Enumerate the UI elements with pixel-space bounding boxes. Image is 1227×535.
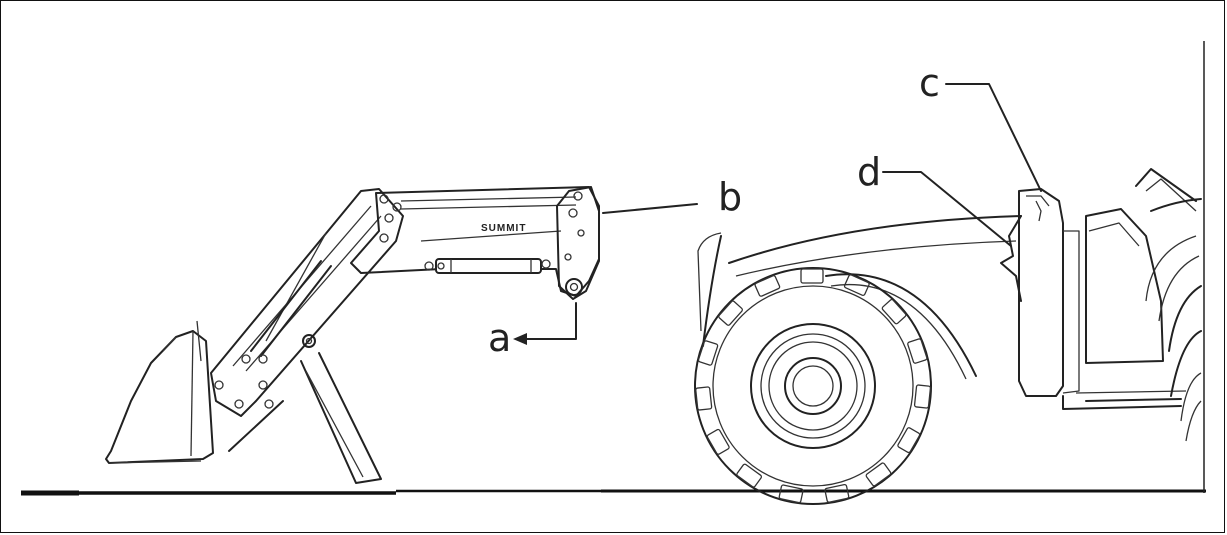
loader-beam: SUMMIT [350, 186, 600, 300]
ground-line [21, 489, 1206, 496]
callout-label-b: b [718, 175, 742, 219]
callout-d: d [857, 150, 1012, 247]
callout-b: b [602, 175, 742, 219]
front-wheel [694, 267, 932, 505]
callout-label-a: a [488, 316, 511, 360]
front-loader: SUMMIT [105, 186, 600, 484]
callout-label-c: c [919, 61, 940, 105]
loader-bucket [105, 320, 214, 464]
pivot-pins [214, 191, 585, 409]
tire-treads [695, 268, 932, 504]
parking-stand [228, 352, 382, 484]
loader-arm [210, 188, 404, 417]
tractor-hood [697, 215, 1022, 347]
lift-cylinder [435, 258, 542, 274]
callout-a: a [488, 302, 577, 360]
callout-label-d: d [857, 150, 881, 194]
front-fender [825, 273, 977, 380]
callout-c: c [919, 61, 1042, 192]
tractor [694, 168, 1202, 505]
mounting-bracket [1000, 188, 1080, 397]
tractor-body [1062, 168, 1202, 442]
summit-logo: SUMMIT [481, 223, 526, 234]
